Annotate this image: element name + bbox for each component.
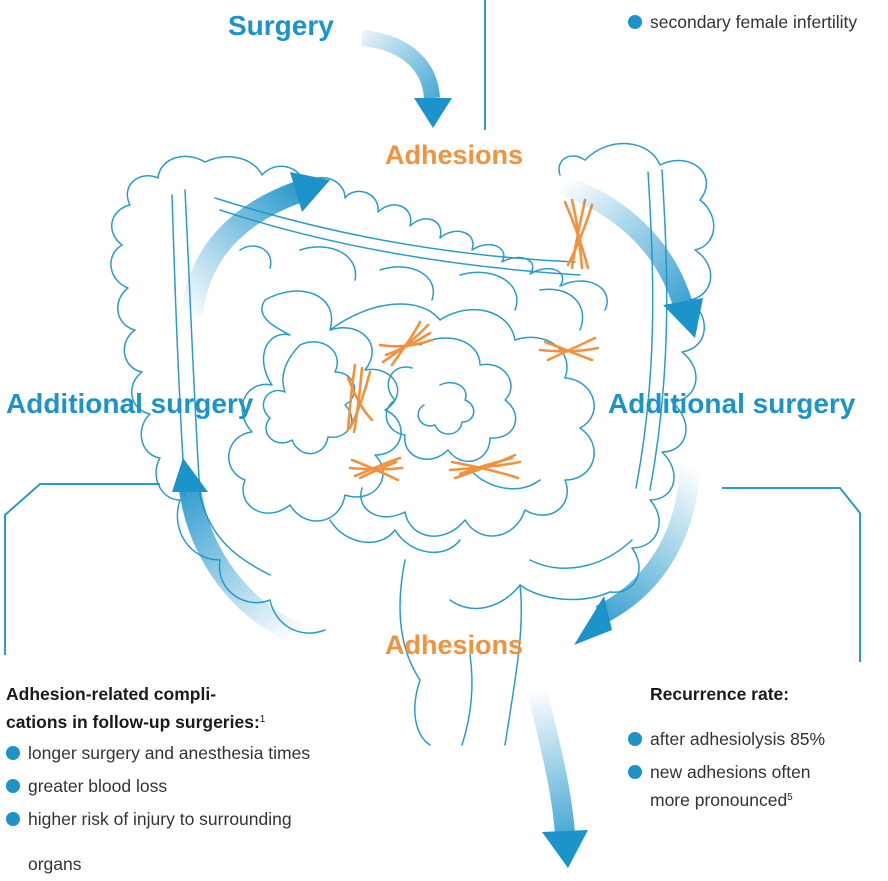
adhesion-mark-1 <box>565 200 592 268</box>
surgery-arrow-icon <box>362 38 452 128</box>
down-arrow-icon <box>537 690 588 868</box>
footnote-ref: 1 <box>260 714 266 725</box>
right-panel-list: after adhesiolysis 85% new adhesions oft… <box>628 727 825 785</box>
list-item: after adhesiolysis 85% <box>628 727 825 752</box>
list-item: greater blood loss <box>6 774 406 799</box>
list-item: secondary female infertility <box>628 10 857 35</box>
adhesion-mark-5 <box>350 458 402 480</box>
right-panel-item-continuation: more pronounced5 <box>650 785 793 813</box>
list-item: higher risk of injury to surrounding <box>6 807 406 832</box>
left-panel-heading-line2: cations in follow-up surgeries:1 <box>6 707 265 735</box>
surgery-label: Surgery <box>228 10 334 42</box>
adhesion-mark-3 <box>348 365 372 432</box>
adhesions-bottom-label: Adhesions <box>385 630 523 661</box>
list-item: longer surgery and anesthesia times <box>6 741 406 766</box>
adhesion-mark-6 <box>450 455 520 478</box>
additional-surgery-right-label: Additional surgery <box>608 388 855 420</box>
list-item: new adhesions often <box>628 760 825 785</box>
left-panel-heading-line1: Adhesion-related compli- <box>6 682 265 707</box>
additional-surgery-left-label: Additional surgery <box>6 388 253 420</box>
left-panel-item-continuation: organs <box>28 852 82 877</box>
left-panel-heading: Adhesion-related compli- cations in foll… <box>6 682 265 735</box>
adhesions-top-label: Adhesions <box>385 140 523 171</box>
right-panel-heading: Recurrence rate: <box>650 682 789 707</box>
left-panel-list: longer surgery and anesthesia times grea… <box>6 741 406 832</box>
top-left-arrow-icon <box>192 172 330 315</box>
bottom-right-arrow-icon <box>574 462 690 645</box>
adhesion-mark-2 <box>380 322 432 365</box>
footnote-ref: 5 <box>787 792 793 803</box>
bottom-left-arrow-icon <box>172 458 300 635</box>
top-right-list: secondary female infertility <box>628 10 857 43</box>
